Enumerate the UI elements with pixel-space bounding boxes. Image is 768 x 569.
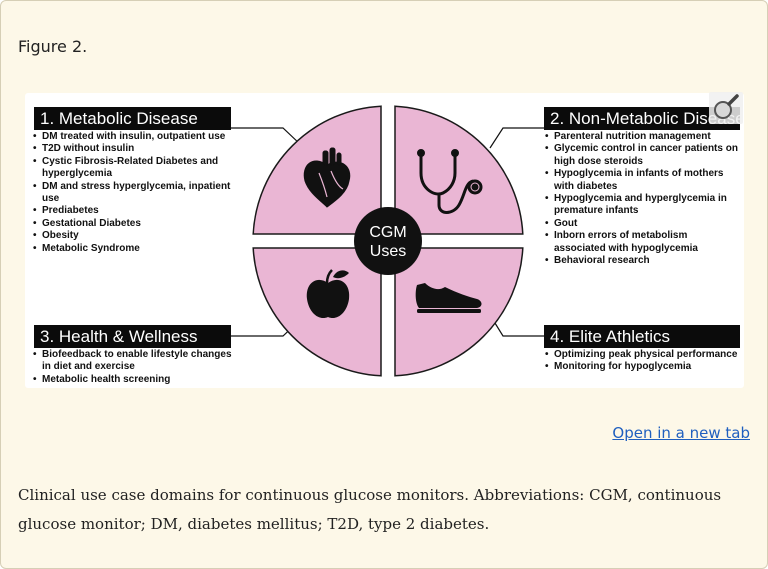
list-item: Cystic Fibrosis-Related Diabetes and hyp… bbox=[32, 156, 240, 181]
list-item: DM and stress hyperglycemia, inpatient u… bbox=[32, 181, 240, 206]
list-item: T2D without insulin bbox=[32, 143, 240, 156]
list-item: Inborn errors of metabolism associated w… bbox=[544, 230, 740, 255]
list-item: Biofeedback to enable lifestyle changes … bbox=[32, 349, 232, 374]
zoom-button[interactable] bbox=[709, 92, 743, 124]
open-in-new-tab-link[interactable]: Open in a new tab bbox=[612, 424, 750, 442]
list-item: Obesity bbox=[32, 230, 240, 243]
center-circle bbox=[354, 207, 422, 275]
list-item: Gout bbox=[544, 218, 740, 231]
list-elite-athletics: Optimizing peak physical performance Mon… bbox=[544, 349, 744, 374]
cgm-uses-diagram: CGM Uses bbox=[231, 105, 544, 377]
list-item: Behavioral research bbox=[544, 255, 740, 268]
list-item: Metabolic Syndrome bbox=[32, 243, 240, 256]
title-metabolic-disease: 1. Metabolic Disease bbox=[34, 107, 231, 130]
list-metabolic-disease: DM treated with insulin, outpatient use … bbox=[32, 131, 240, 255]
list-item: Gestational Diabetes bbox=[32, 218, 240, 231]
list-item: Prediabetes bbox=[32, 205, 240, 218]
apple-icon bbox=[306, 269, 350, 319]
list-item: Parenteral nutrition management bbox=[544, 131, 740, 144]
magnifier-icon bbox=[714, 94, 739, 119]
list-item: Glycemic control in cancer patients on h… bbox=[544, 143, 740, 168]
list-item: Metabolic health screening bbox=[32, 374, 232, 387]
list-health-wellness: Biofeedback to enable lifestyle changes … bbox=[32, 349, 232, 387]
quadrant-non-metabolic bbox=[394, 105, 524, 235]
stethoscope-icon bbox=[417, 149, 483, 214]
sneaker-icon bbox=[415, 283, 482, 313]
list-item: Hypoglycemia and hyperglycemia in premat… bbox=[544, 193, 740, 218]
title-non-metabolic-disease: 2. Non-Metabolic Disease bbox=[544, 107, 740, 130]
figure-image[interactable]: CGM Uses bbox=[25, 93, 744, 388]
list-item: Monitoring for hypoglycemia bbox=[544, 361, 744, 374]
figure-label: Figure 2. bbox=[18, 37, 88, 56]
connector-line-1 bbox=[231, 127, 302, 146]
center-label-line1: CGM bbox=[369, 224, 406, 241]
title-health-wellness: 3. Health & Wellness bbox=[34, 325, 231, 348]
list-non-metabolic-disease: Parenteral nutrition management Glycemic… bbox=[544, 131, 740, 268]
list-item: Optimizing peak physical performance bbox=[544, 349, 744, 362]
center-label-line2: Uses bbox=[370, 243, 406, 260]
list-item: Hypoglycemia in infants of mothers with … bbox=[544, 168, 740, 193]
connector-line-2 bbox=[489, 127, 544, 149]
list-item: DM treated with insulin, outpatient use bbox=[32, 131, 240, 144]
figure-caption: Clinical use case domains for continuous… bbox=[18, 486, 722, 533]
anatomical-heart-icon bbox=[303, 147, 351, 208]
title-elite-athletics: 4. Elite Athletics bbox=[544, 325, 740, 348]
